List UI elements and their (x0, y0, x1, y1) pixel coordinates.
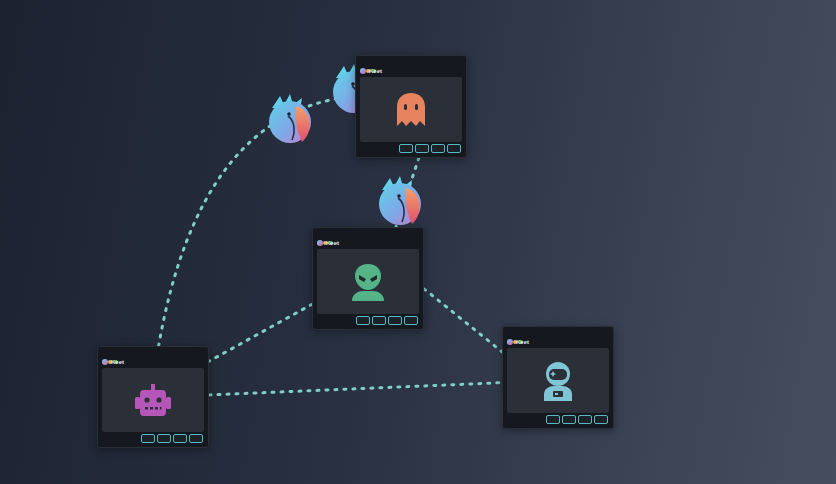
dashed-connector (424, 289, 502, 352)
window-controls (360, 59, 378, 63)
call-buttons (139, 434, 203, 443)
dashed-connector (209, 383, 502, 395)
title-row: Keet (102, 357, 124, 366)
call-button (447, 144, 461, 153)
window-controls (507, 330, 525, 334)
ghost-avatar (394, 92, 428, 128)
title-row: Keet (360, 66, 382, 75)
app-window: Keet (97, 346, 209, 448)
call-button (399, 144, 413, 153)
window-controls (317, 231, 335, 235)
call-buttons (397, 144, 461, 153)
video-panel (360, 77, 462, 142)
call-button (431, 144, 445, 153)
video-panel (317, 249, 419, 314)
call-button (157, 434, 171, 443)
title-row: Keet (317, 238, 339, 247)
app-logo (102, 359, 108, 365)
app-window: Keet (312, 227, 424, 330)
keet-logo (379, 176, 421, 225)
window-controls (102, 350, 120, 354)
video-panel (507, 348, 609, 413)
call-button (356, 316, 370, 325)
app-logo (317, 240, 323, 246)
app-window: Keet (355, 55, 467, 158)
robot-avatar (133, 383, 173, 417)
window-title: Keet (111, 358, 124, 366)
keet-logo (269, 94, 311, 143)
call-button (388, 316, 402, 325)
call-button (173, 434, 187, 443)
call-button (578, 415, 592, 424)
window-title: Keet (369, 67, 382, 75)
call-button (372, 316, 386, 325)
call-buttons (354, 316, 418, 325)
dashed-connector (209, 304, 312, 361)
call-button (594, 415, 608, 424)
window-title: Keet (516, 338, 529, 346)
call-buttons (544, 415, 608, 424)
call-button (189, 434, 203, 443)
window-title: Keet (326, 239, 339, 247)
call-button (562, 415, 576, 424)
astronaut-avatar (540, 361, 576, 401)
alien-avatar (350, 263, 386, 301)
app-logo (507, 339, 513, 345)
video-panel (102, 368, 204, 432)
call-button (415, 144, 429, 153)
call-button (546, 415, 560, 424)
app-logo (360, 68, 366, 74)
app-window: Keet (502, 326, 614, 429)
call-button (404, 316, 418, 325)
call-button (141, 434, 155, 443)
title-row: Keet (507, 337, 529, 346)
